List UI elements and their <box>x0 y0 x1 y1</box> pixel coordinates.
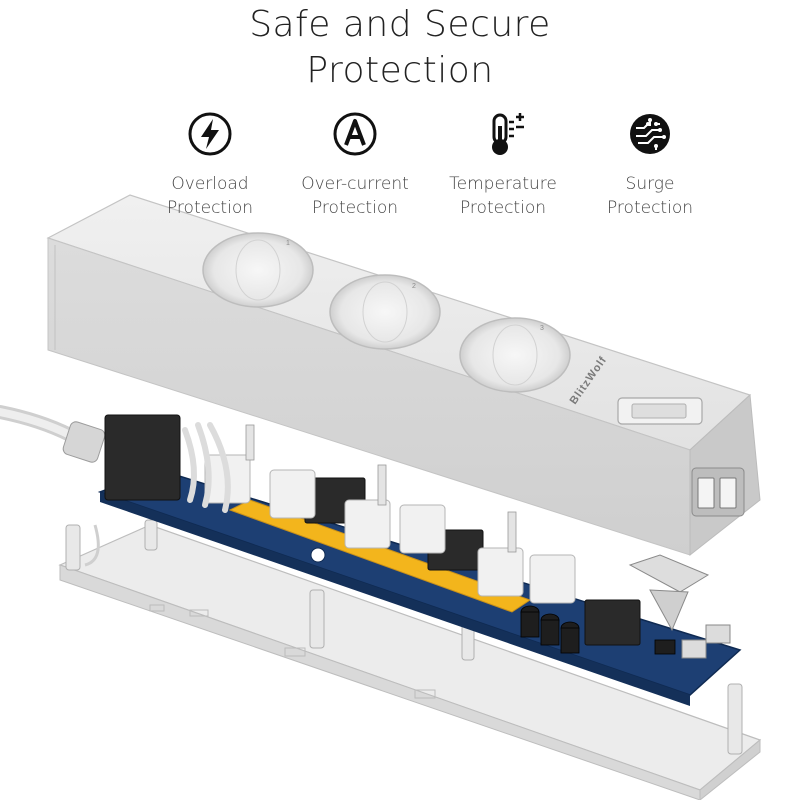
lightning-bolt-icon <box>188 112 232 156</box>
title-line-2: Protection <box>306 50 494 91</box>
power-switch <box>617 397 703 425</box>
title-line-1: Safe and Secure <box>249 4 551 45</box>
schuko-socket <box>202 232 314 308</box>
base-tray <box>58 519 762 800</box>
socket-number: 2 <box>412 283 416 290</box>
thermometer-icon <box>492 113 524 155</box>
socket-number: 1 <box>286 240 290 247</box>
page-title: Safe and Secure Protection <box>0 0 800 94</box>
top-cover: 1 2 3 BlitzWolf <box>46 194 761 557</box>
letter-a-circle-icon <box>333 112 377 156</box>
circuit-board <box>97 414 742 706</box>
circuit-surge-icon <box>630 114 670 154</box>
schuko-socket <box>459 317 571 393</box>
usb-module <box>628 554 710 632</box>
power-cord <box>0 405 106 463</box>
usb-ports <box>691 467 745 517</box>
schuko-socket <box>329 274 441 350</box>
socket-number: 3 <box>540 325 544 332</box>
